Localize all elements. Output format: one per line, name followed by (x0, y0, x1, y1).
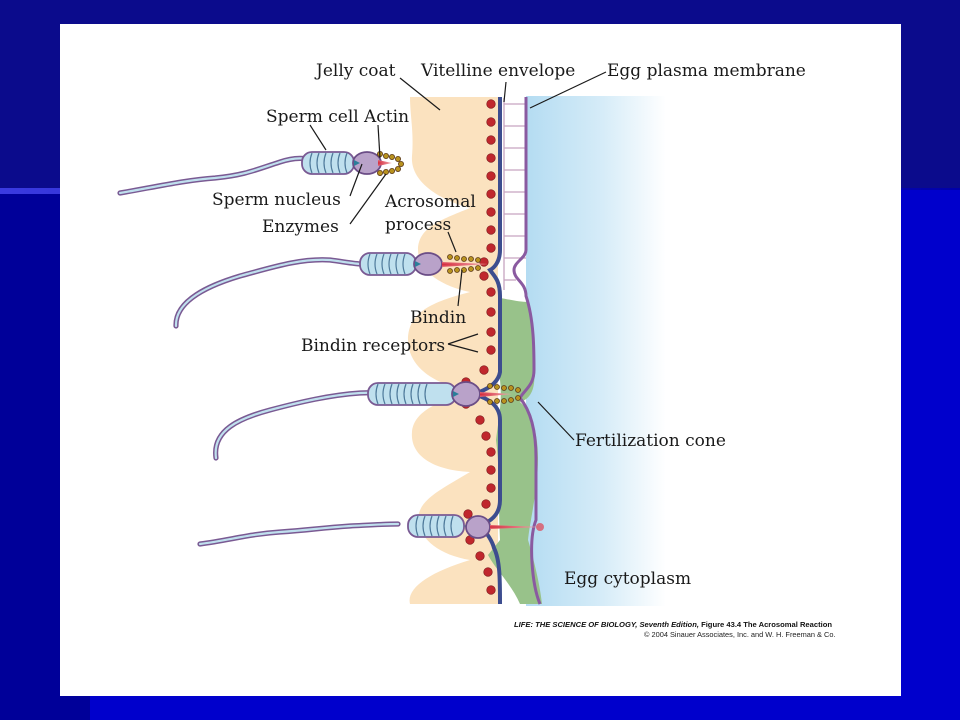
label-bindin: Bindin (410, 308, 466, 328)
label-process: process (385, 215, 451, 235)
label-bindin-receptors: Bindin receptors (301, 336, 445, 356)
sperm-4 (197, 514, 544, 547)
sperm-1 (117, 150, 404, 196)
credit-line-2: © 2004 Sinauer Associates, Inc. and W. H… (644, 630, 836, 639)
credit-book: LIFE: THE SCIENCE OF BIOLOGY, Seventh Ed… (514, 620, 699, 629)
label-enzymes: Enzymes (262, 217, 339, 237)
vitelline-striations (503, 98, 526, 290)
label-egg-cytoplasm: Egg cytoplasm (564, 569, 691, 589)
jelly-coat-region (408, 97, 498, 604)
sperm-3 (213, 381, 521, 461)
label-acrosomal: Acrosomal (384, 192, 476, 212)
egg-plasma-membrane-line (512, 97, 542, 605)
credit-line-1: LIFE: THE SCIENCE OF BIOLOGY, Seventh Ed… (514, 620, 832, 629)
label-actin: Actin (363, 107, 409, 127)
bindin-receptors (461, 99, 496, 595)
label-sperm-cell: Sperm cell (266, 107, 359, 127)
background-right-block (900, 190, 960, 720)
label-egg-plasma-membrane: Egg plasma membrane (607, 61, 806, 81)
sperm-2 (173, 252, 488, 329)
label-jelly-coat: Jelly coat (314, 61, 396, 81)
leader-lines (309, 71, 607, 441)
background-bottom-block (90, 696, 960, 720)
acrosomal-reaction-diagram: Jelly coat Vitelline envelope Egg plasma… (117, 61, 836, 639)
credit-figure: Figure 43.4 The Acrosomal Reaction (699, 620, 832, 629)
figure-panel: Jelly coat Vitelline envelope Egg plasma… (60, 24, 901, 696)
egg-cytoplasm-region (526, 96, 666, 606)
label-sperm-nucleus: Sperm nucleus (212, 190, 341, 210)
label-fertilization-cone: Fertilization cone (575, 431, 726, 451)
label-vitelline-envelope: Vitelline envelope (420, 61, 575, 81)
